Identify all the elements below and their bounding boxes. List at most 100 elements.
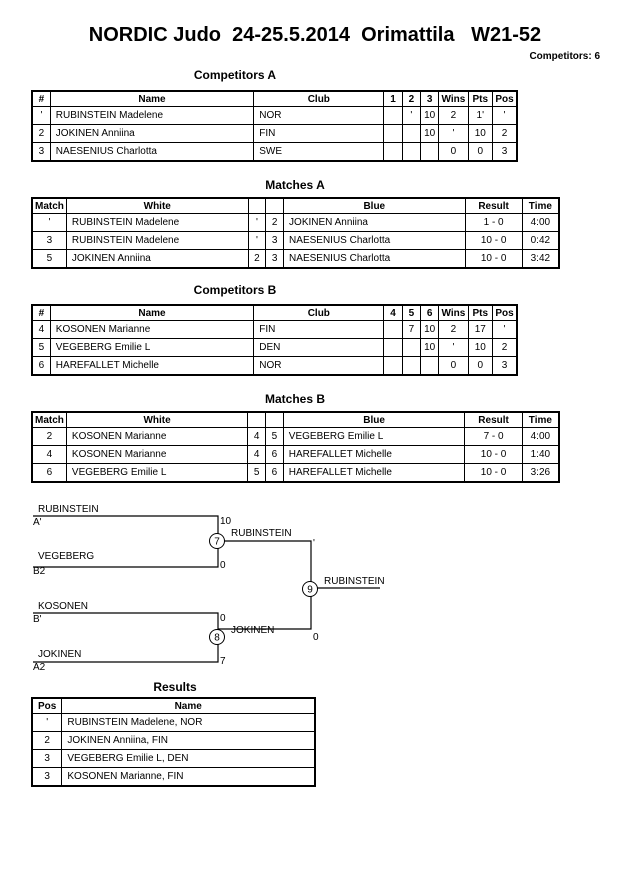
bracket-score: 7 bbox=[220, 656, 226, 667]
table-row: 2 JOKINEN Anniina, FIN bbox=[31, 731, 316, 750]
cell-match: 6 bbox=[31, 463, 67, 483]
col-name: Name bbox=[61, 697, 316, 714]
match-number-8: 8 bbox=[214, 633, 220, 644]
cell-pos: 2 bbox=[31, 731, 63, 750]
cell-name: RUBINSTEIN Madelene, NOR bbox=[61, 713, 316, 732]
cell-name: JOKINEN Anniina, FIN bbox=[61, 731, 316, 750]
cell-time: 3:26 bbox=[521, 463, 560, 483]
matches-a-table: Match White Blue Result Time ' RUBINSTEI… bbox=[31, 197, 560, 269]
table-row: 2 KOSONEN Marianne 4 5 VEGEBERG Emilie L… bbox=[31, 427, 560, 446]
table-row: 3 RUBINSTEIN Madelene ' 3 NAESENIUS Char… bbox=[31, 231, 560, 250]
match-circle-9 bbox=[302, 581, 318, 597]
cell-result: 10 - 0 bbox=[464, 463, 523, 483]
table-row: 4 KOSONEN Marianne FIN 7 10 2 17 ' bbox=[31, 320, 518, 339]
cell-pts: 0 bbox=[467, 142, 494, 162]
table-row: 3 VEGEBERG Emilie L, DEN bbox=[31, 749, 316, 768]
col-pos: Pos bbox=[31, 697, 63, 714]
cell-name: KOSONEN Marianne, FIN bbox=[61, 767, 316, 787]
bracket-winner: JOKINEN bbox=[231, 625, 274, 636]
cell-pts: 10 bbox=[467, 124, 494, 143]
cell-score bbox=[419, 142, 440, 162]
bracket-score: ' bbox=[313, 538, 315, 549]
cell-name: JOKINEN Anniina bbox=[49, 124, 255, 143]
cell-pts: 10 bbox=[467, 338, 494, 357]
bracket-score: 10 bbox=[220, 516, 232, 527]
cell-name: VEGEBERG Emilie L bbox=[49, 338, 255, 357]
cell-pos: ' bbox=[492, 106, 518, 125]
results-title: Results bbox=[153, 680, 197, 694]
cell-white: JOKINEN Anniina bbox=[65, 249, 249, 269]
results-table: Pos Name ' RUBINSTEIN Madelene, NOR 2 JO… bbox=[31, 697, 316, 787]
table-row: 2 JOKINEN Anniina FIN 10 ' 10 2 bbox=[31, 124, 518, 143]
table-row: 4 KOSONEN Marianne 4 6 HAREFALLET Michel… bbox=[31, 445, 560, 464]
cell-pos: 3 bbox=[31, 767, 63, 787]
cell-white: VEGEBERG Emilie L bbox=[65, 463, 249, 483]
bracket-line bbox=[218, 540, 312, 630]
cell-num: 5 bbox=[31, 338, 51, 357]
cell-pos: 3 bbox=[31, 749, 63, 768]
cell-match: 4 bbox=[31, 445, 67, 464]
cell-name: VEGEBERG Emilie L, DEN bbox=[61, 749, 316, 768]
bracket-name: KOSONEN bbox=[38, 601, 88, 612]
cell-club: FIN bbox=[253, 124, 385, 143]
cell-name: HAREFALLET Michelle bbox=[49, 356, 255, 376]
cell-club: NOR bbox=[253, 356, 385, 376]
cell-pos: 2 bbox=[492, 338, 518, 357]
cell-time: 0:42 bbox=[521, 231, 560, 250]
cell-num: 6 bbox=[31, 356, 51, 376]
match-circle-8 bbox=[209, 629, 225, 645]
table-row: 6 VEGEBERG Emilie L 5 6 HAREFALLET Miche… bbox=[31, 463, 560, 483]
col-3: 3 bbox=[419, 90, 440, 107]
competitors-count: Competitors: 6 bbox=[529, 51, 600, 62]
cell-match: 3 bbox=[31, 231, 67, 250]
match-number-9: 9 bbox=[307, 585, 313, 596]
matches-b-title: Matches B bbox=[264, 392, 326, 406]
cell-pos: 3 bbox=[492, 356, 518, 376]
bracket-name: JOKINEN bbox=[38, 649, 81, 660]
cell-score bbox=[419, 356, 440, 376]
competitors-b-title: Competitors B bbox=[193, 283, 277, 297]
bracket-seed: B2 bbox=[33, 566, 46, 577]
match-number-7: 7 bbox=[214, 537, 220, 548]
bracket-seed: A2 bbox=[33, 662, 46, 673]
page-title: NORDIC Judo 24-25.5.2014 Orimattila W21-… bbox=[88, 24, 542, 46]
table-row: 5 JOKINEN Anniina 2 3 NAESENIUS Charlott… bbox=[31, 249, 560, 269]
cell-pos: 3 bbox=[492, 142, 518, 162]
table-row: 3 NAESENIUS Charlotta SWE 0 0 3 bbox=[31, 142, 518, 162]
competitors-b-table: # Name Club 4 5 6 Wins Pts Pos 4 KOSONEN… bbox=[31, 304, 518, 376]
competitors-a-title: Competitors A bbox=[193, 68, 277, 82]
cell-match: 5 bbox=[31, 249, 67, 269]
cell-white: RUBINSTEIN Madelene bbox=[65, 213, 249, 232]
bracket-winner: RUBINSTEIN bbox=[231, 528, 292, 539]
cell-result: 10 - 0 bbox=[464, 231, 523, 250]
col-pos: Pos bbox=[492, 304, 518, 321]
cell-num: 2 bbox=[31, 124, 51, 143]
bracket-score: 0 bbox=[220, 560, 226, 571]
bracket-score: 0 bbox=[220, 613, 226, 624]
cell-pos: 2 bbox=[492, 124, 518, 143]
cell-white: RUBINSTEIN Madelene bbox=[65, 231, 249, 250]
cell-pos: ' bbox=[31, 713, 63, 732]
table-row: ' RUBINSTEIN Madelene, NOR bbox=[31, 713, 316, 732]
match-circle-7 bbox=[209, 533, 225, 549]
table-row: 3 KOSONEN Marianne, FIN bbox=[31, 767, 316, 787]
cell-score: 10 bbox=[419, 124, 440, 143]
bracket-name: RUBINSTEIN bbox=[38, 504, 99, 515]
bracket-seed: B' bbox=[33, 614, 42, 625]
matches-b-table: Match White Blue Result Time 2 KOSONEN M… bbox=[31, 411, 560, 483]
table-row: 5 VEGEBERG Emilie L DEN 10 ' 10 2 bbox=[31, 338, 518, 357]
cell-blue: NAESENIUS Charlotta bbox=[283, 249, 466, 269]
cell-result: 10 - 0 bbox=[464, 249, 523, 269]
cell-num: ' bbox=[31, 106, 51, 125]
matches-b-header: Match White Blue Result Time bbox=[31, 411, 560, 428]
cell-time: 1:40 bbox=[521, 445, 560, 464]
cell-blue: NAESENIUS Charlotta bbox=[283, 231, 466, 250]
cell-pts: 0 bbox=[467, 356, 494, 376]
bracket-seed: A' bbox=[33, 517, 42, 528]
cell-name: NAESENIUS Charlotta bbox=[49, 142, 255, 162]
cell-score: 10 bbox=[419, 338, 440, 357]
cell-time: 3:42 bbox=[521, 249, 560, 269]
table-row: 6 HAREFALLET Michelle NOR 0 0 3 bbox=[31, 356, 518, 376]
cell-result: 10 - 0 bbox=[464, 445, 523, 464]
